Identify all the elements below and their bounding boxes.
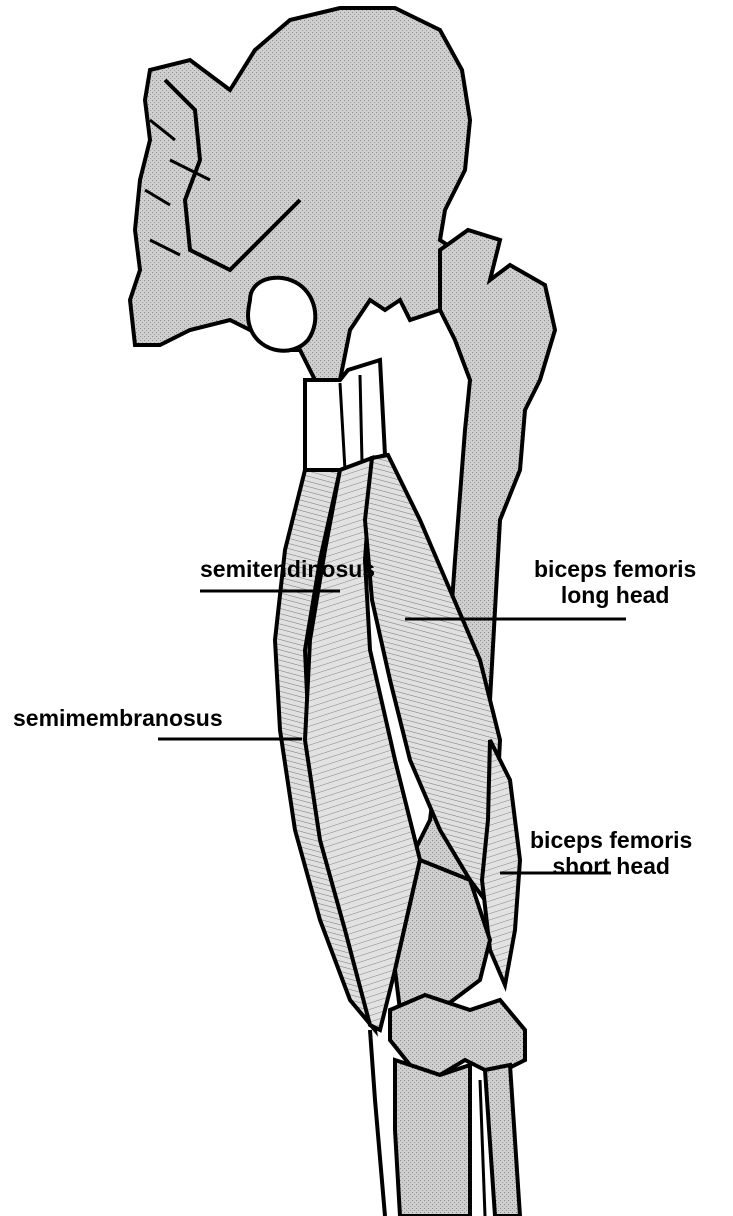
tibia-bone <box>395 1060 470 1216</box>
label-semimembranosus: semimembranosus <box>13 705 223 731</box>
label-semitendinosus-text: semitendinosus <box>200 556 375 582</box>
label-biceps-femoris-short-line1: biceps femoris <box>530 827 692 853</box>
obturator-foramen <box>248 278 315 351</box>
label-biceps-femoris-short-line2: short head <box>530 853 692 879</box>
label-semimembranosus-text: semimembranosus <box>13 705 223 731</box>
label-semitendinosus: semitendinosus <box>200 556 375 582</box>
fibula-bone <box>485 1065 520 1216</box>
label-biceps-femoris-short-head: biceps femoris short head <box>530 827 692 879</box>
label-biceps-femoris-long-line1: biceps femoris <box>534 556 696 582</box>
label-biceps-femoris-long-head: biceps femoris long head <box>534 556 696 608</box>
label-biceps-femoris-long-line2: long head <box>534 582 696 608</box>
